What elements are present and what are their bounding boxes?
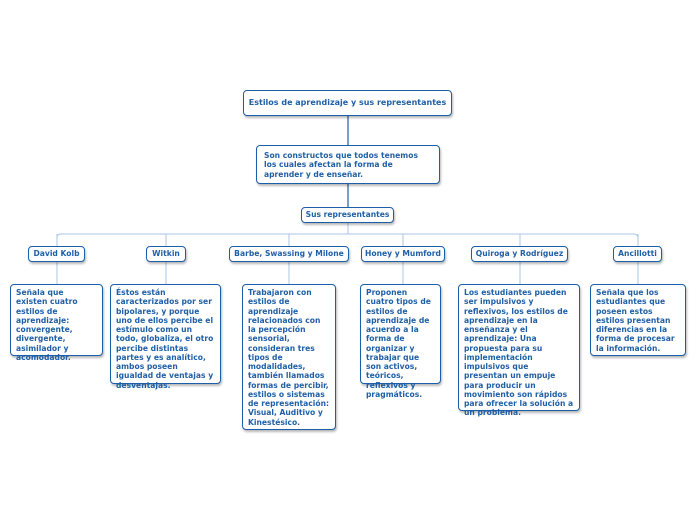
rep-desc-ancillotti[interactable]: Señala que los estudiantes que poseen es…: [590, 284, 686, 356]
definition-node[interactable]: Son constructos que todos tenemos los cu…: [256, 145, 440, 184]
rep-desc-barbe[interactable]: Trabajaron con estilos de aprendizaje re…: [242, 284, 336, 430]
rep-name-witkin[interactable]: Witkin: [146, 246, 186, 262]
representatives-node[interactable]: Sus representantes: [301, 207, 394, 223]
rep-desc-honey[interactable]: Proponen cuatro tipos de estilos de apre…: [360, 284, 441, 399]
rep-desc-kolb[interactable]: Señala que existen cuatro estilos de apr…: [10, 284, 103, 362]
rep-name-quiroga[interactable]: Quiroga y Rodríguez: [471, 246, 568, 262]
root-topic[interactable]: Estilos de aprendizaje y sus representan…: [243, 90, 452, 116]
rep-name-barbe[interactable]: Barbe, Swassing y Milone: [229, 246, 349, 262]
rep-name-ancillotti[interactable]: Ancillotti: [613, 246, 662, 262]
rep-desc-witkin[interactable]: Éstos están caracterizados por ser bipol…: [110, 284, 221, 390]
rep-desc-quiroga[interactable]: Los estudiantes pueden ser impulsivos y …: [458, 284, 580, 417]
rep-name-honey[interactable]: Honey y Mumford: [361, 246, 445, 262]
rep-name-kolb[interactable]: David Kolb: [28, 246, 85, 262]
